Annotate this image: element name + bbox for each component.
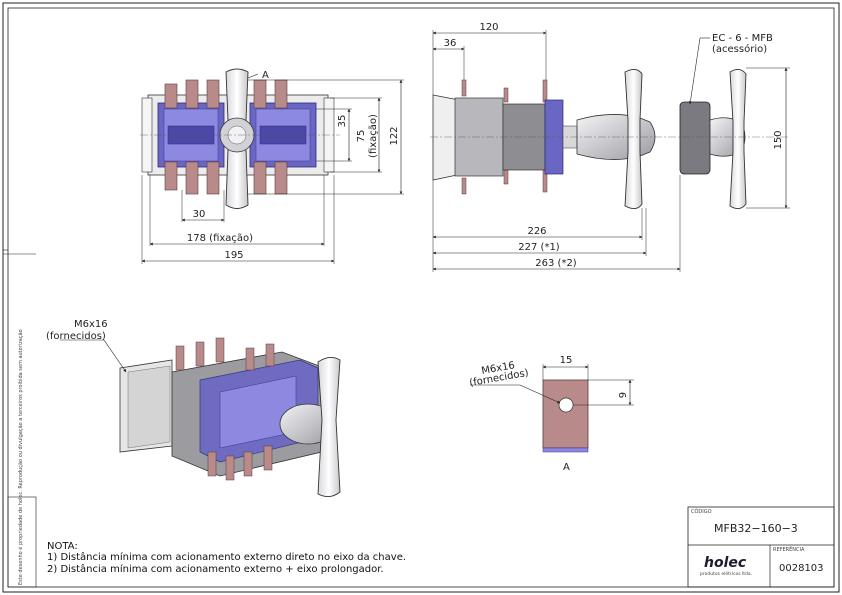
note-item-2: 2) Distância mínima com acionamento exte… [47,564,384,575]
dim-178: 178 (fixação) [187,233,253,244]
note-title: NOTA: [47,541,78,552]
code-label: CÓDIGO [691,509,712,515]
front-label-a: A [262,70,269,81]
front-view [140,68,340,209]
dim-120: 120 [479,22,498,33]
inner-border [7,7,835,588]
dim-75-sub: (fixação) [368,114,379,158]
dim-75: 75 [356,130,367,143]
dim-122: 122 [389,126,400,145]
accessory-line1: EC - 6 - MFB [712,33,773,44]
dim-195: 195 [224,250,243,261]
side-view-dimensions: 120 36 EC - 6 - MFB (acessório) 150 226 … [432,22,790,272]
code-value: MFB32−160−3 [714,522,798,535]
dim-36: 36 [444,38,457,49]
reference-value: 0028103 [779,563,824,574]
dim-263: 263 (*2) [535,258,577,269]
brand-logo: holec [704,555,747,571]
dim-150: 150 [773,130,784,149]
isometric-view: M6x16 (fornecidos) [46,319,341,497]
note-item-1: 1) Distância mínima com acionamento exte… [47,552,407,563]
dim-226: 226 [527,226,546,237]
iso-callout-line2: (fornecidos) [46,331,106,342]
dim-9: 9 [618,392,629,398]
dim-15: 15 [560,355,573,366]
side-view [430,69,790,209]
side-note: Este desenho é propriedade de holec. Rep… [17,329,24,585]
detail-a-view: 15 9 M6x16 (fornecidos) A [469,355,634,473]
dim-35: 35 [337,115,348,128]
dim-30: 30 [193,209,206,220]
title-block [687,506,835,588]
reference-label: REFERÊNCIA [773,547,805,553]
brand-subtitle: produtos elétricos ltda. [700,572,753,577]
dim-227: 227 (*1) [518,242,560,253]
accessory-line2: (acessório) [712,43,767,55]
iso-callout-line1: M6x16 [74,319,108,330]
front-view-dimensions: A 30 178 (fixação) 195 35 75 (fixação) 1… [141,70,404,264]
detail-label-a: A [563,462,570,473]
